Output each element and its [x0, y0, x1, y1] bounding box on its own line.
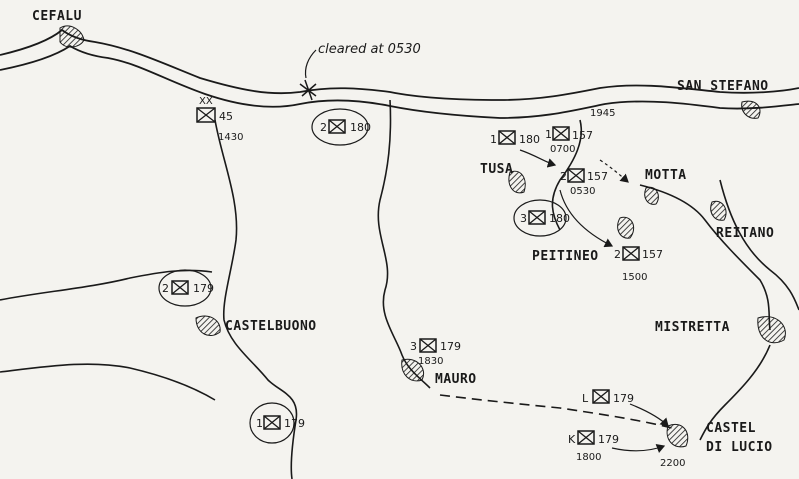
svg-text:180: 180 — [350, 121, 371, 134]
town-mauro — [401, 358, 424, 382]
unit-2-180: 2 180 — [311, 108, 371, 146]
town-reitano — [710, 200, 727, 221]
inland-roads — [0, 99, 799, 479]
svg-text:180: 180 — [519, 133, 540, 146]
town-san-stefano — [741, 100, 761, 119]
svg-text:K: K — [568, 433, 576, 446]
unit-3-180: 3 180 — [513, 199, 570, 237]
svg-text:2: 2 — [560, 170, 567, 183]
town-mistretta — [757, 316, 786, 344]
svg-text:3: 3 — [410, 340, 417, 353]
unit-2-157-b: 2 157 1500 — [614, 246, 663, 283]
place-label-di-lucio: DI LUCIO — [706, 440, 773, 455]
svg-text:2: 2 — [614, 248, 621, 261]
svg-text:2: 2 — [162, 282, 169, 295]
place-label-motta: MOTTA — [645, 168, 687, 183]
svg-text:179: 179 — [598, 433, 619, 446]
time-san-stefano: 1945 — [590, 108, 615, 119]
place-label-tusa: TUSA — [480, 162, 513, 177]
unit-echelon: XX — [199, 96, 213, 107]
svg-text:3: 3 — [520, 212, 527, 225]
place-label-castelbuono: CASTELBUONO — [225, 319, 317, 334]
place-label-mauro: MAURO — [435, 372, 477, 387]
unit-time: 1430 — [218, 132, 243, 143]
svg-text:1: 1 — [490, 133, 497, 146]
town-castel-di-lucio — [666, 424, 689, 448]
place-label-cefalu: CEFALU — [32, 9, 82, 24]
svg-text:1800: 1800 — [576, 452, 601, 463]
svg-text:179: 179 — [193, 282, 214, 295]
svg-text:1: 1 — [256, 417, 263, 430]
unit-2-179: 2 179 — [158, 269, 214, 307]
svg-text:L: L — [582, 392, 589, 405]
svg-text:179: 179 — [613, 392, 634, 405]
svg-text:2: 2 — [320, 121, 327, 134]
unit-L-179: L 179 — [582, 389, 634, 405]
svg-text:157: 157 — [572, 129, 593, 142]
town-cefalu — [59, 25, 85, 48]
place-label-mistretta: MISTRETTA — [655, 320, 730, 335]
unit-1-157: 1 157 0700 — [545, 126, 593, 155]
svg-text:1830: 1830 — [418, 356, 443, 367]
place-label-reitano: REITANO — [716, 226, 774, 241]
svg-text:179: 179 — [284, 417, 305, 430]
town-motta — [644, 186, 659, 205]
cleared-note: cleared at 0530 — [318, 42, 421, 57]
towns — [59, 25, 786, 448]
unit-K-179: K 179 1800 — [568, 430, 619, 463]
coast-road — [0, 28, 799, 119]
cleared-annotation: cleared at 0530 — [299, 42, 421, 101]
unit-1-180: 1 180 — [490, 130, 540, 146]
svg-text:157: 157 — [642, 248, 663, 261]
place-label-san-stefano: SAN STEFANO — [677, 79, 769, 94]
place-label-peitineo: PEITINEO — [532, 249, 599, 264]
place-label-castel: CASTEL — [706, 421, 756, 436]
time-labels: 1945 2200 — [590, 108, 685, 469]
town-peitineo — [617, 216, 635, 239]
town-tusa — [508, 170, 526, 194]
svg-text:179: 179 — [440, 340, 461, 353]
time-castel-di-lucio: 2200 — [660, 458, 685, 469]
unit-2-157-a: 2 157 0530 — [560, 168, 608, 197]
svg-text:157: 157 — [587, 170, 608, 183]
svg-text:1: 1 — [545, 128, 552, 141]
unit-number: 45 — [219, 110, 233, 123]
svg-text:0700: 0700 — [550, 144, 575, 155]
movement-arrows — [519, 149, 669, 454]
unit-45th-division: XX 45 1430 — [196, 96, 243, 143]
svg-text:180: 180 — [549, 212, 570, 225]
unit-3-179: 3 179 1830 — [410, 338, 461, 367]
unit-symbols: XX 45 1430 2 180 1 180 1 157 0700 — [158, 96, 663, 463]
svg-text:1500: 1500 — [622, 272, 647, 283]
svg-text:0530: 0530 — [570, 186, 595, 197]
unit-1-179: 1 179 — [249, 402, 305, 444]
town-castelbuono — [195, 315, 221, 336]
place-labels: CEFALU SAN STEFANO TUSA MOTTA REITANO PE… — [32, 9, 774, 455]
